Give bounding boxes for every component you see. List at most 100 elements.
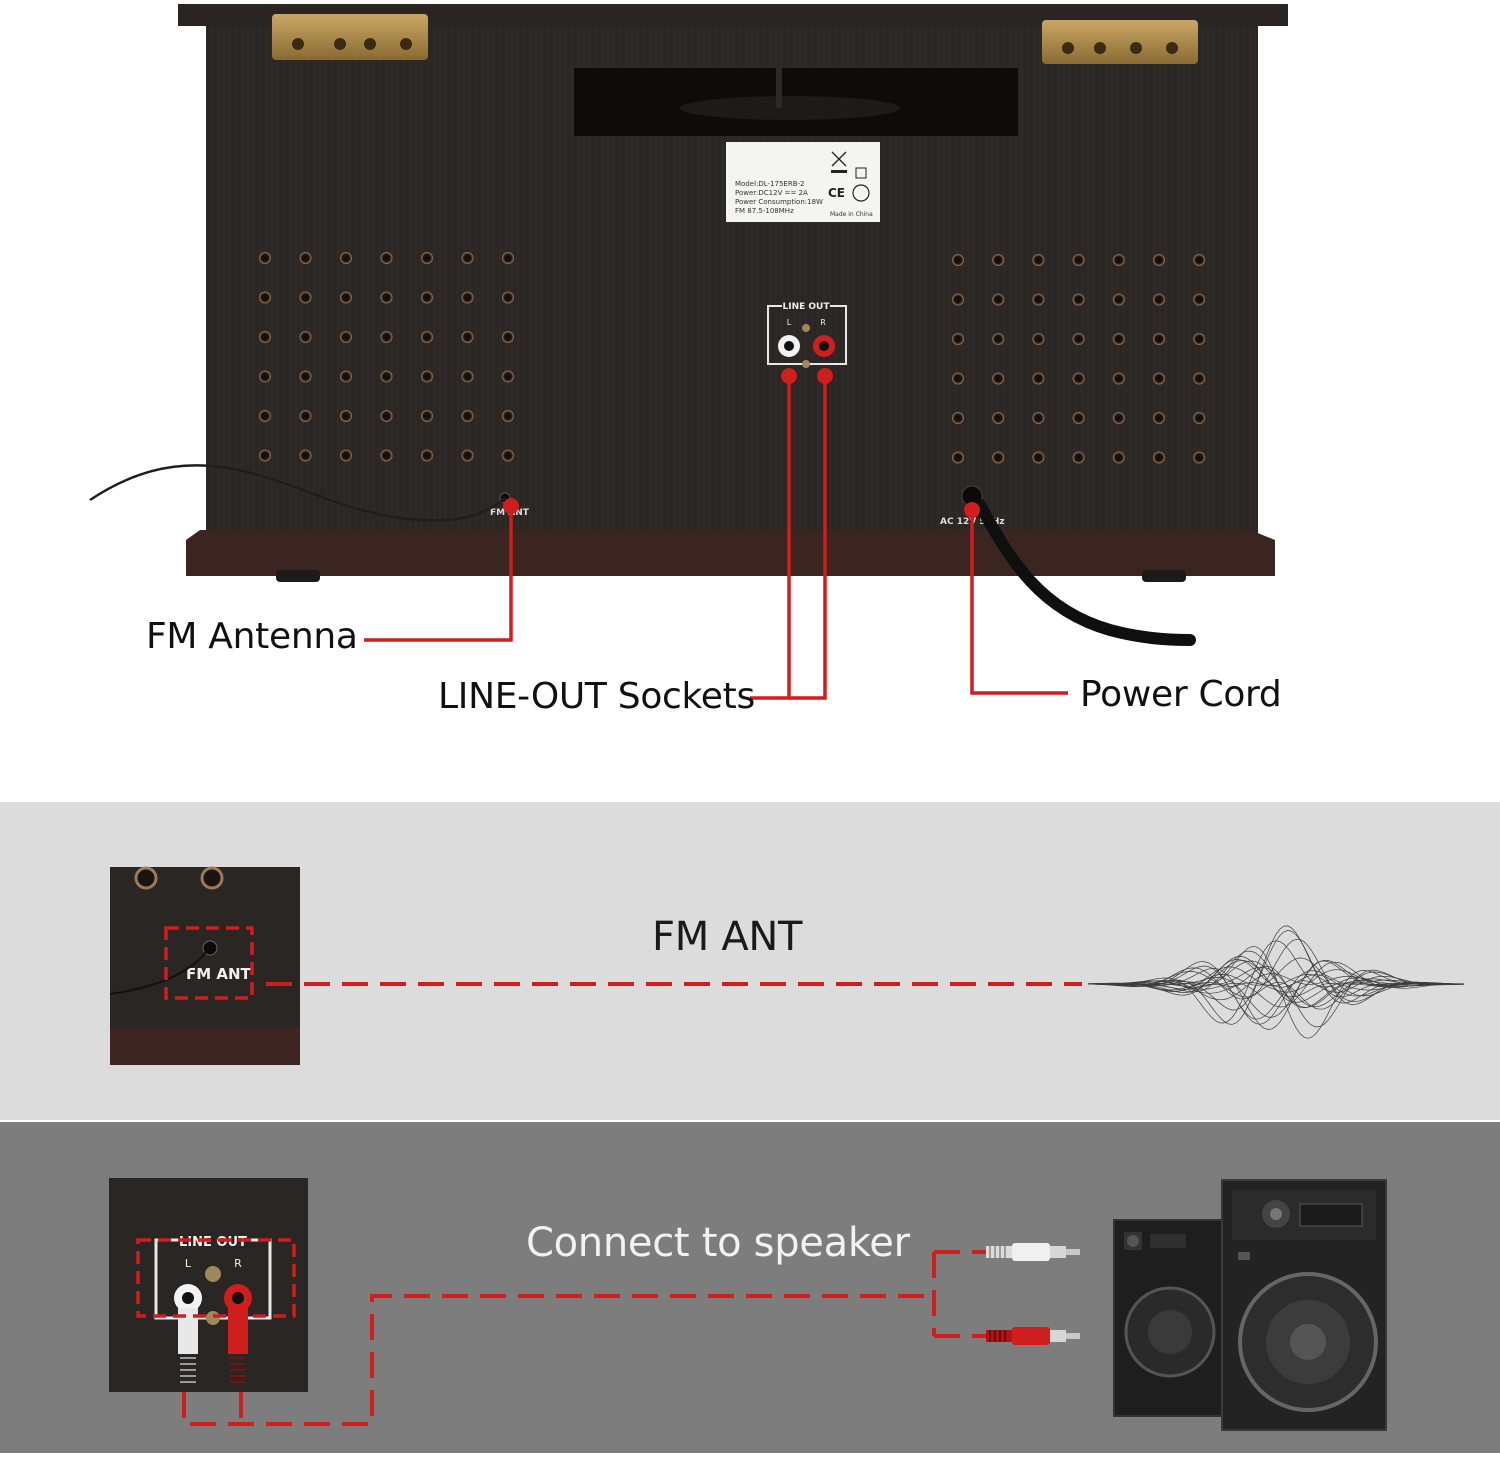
grille-hole <box>259 410 271 422</box>
grille-hole <box>259 252 271 264</box>
connect-speaker-title: Connect to speaker <box>526 1220 910 1266</box>
grille-hole <box>1072 372 1085 385</box>
grille-hole <box>380 331 393 343</box>
grille-hole <box>461 331 474 343</box>
grille-hole <box>1112 293 1125 306</box>
grille-hole <box>992 254 1005 266</box>
callout-dots <box>503 368 980 518</box>
grille-hole <box>461 370 474 383</box>
grille-hole <box>1032 254 1045 266</box>
speaker-illustration: LINE OUT L R <box>109 1178 1387 1431</box>
foot <box>276 570 320 582</box>
grille-hole <box>380 252 393 264</box>
grille-hole <box>259 291 271 304</box>
grille-hole <box>461 410 474 422</box>
grille-hole <box>259 331 271 343</box>
grille-hole <box>421 291 433 304</box>
rohs-icon <box>852 184 870 202</box>
grille-hole <box>1072 293 1085 306</box>
grille-hole <box>1193 451 1206 464</box>
speaker-icon <box>1113 1179 1387 1431</box>
grille-hole <box>421 410 433 422</box>
callout-lines <box>364 376 1068 700</box>
grille-hole <box>1072 451 1085 464</box>
device-rear-illustration: Model:DL-175ERB-2 Power:DC12V == 2A Powe… <box>89 4 1288 700</box>
hinge-left <box>272 14 428 60</box>
grille-hole <box>952 412 964 424</box>
grille-hole <box>952 333 964 345</box>
grille-hole <box>299 252 312 264</box>
wave-strand <box>1088 966 1464 1008</box>
wave-strand <box>1088 959 1464 1018</box>
fm-port-closeup: FM ANT <box>109 866 300 1065</box>
grille-hole <box>1153 412 1165 424</box>
grille-hole <box>1032 451 1045 464</box>
grille-hole <box>992 333 1005 345</box>
grille-hole <box>380 291 393 304</box>
grille-hole <box>1072 412 1085 424</box>
grille-hole <box>1193 293 1206 306</box>
grille-hole <box>1112 254 1125 266</box>
hinge-right <box>1042 20 1198 64</box>
grille-hole <box>952 293 964 306</box>
power-cord <box>974 499 1196 646</box>
speaker-grille-right <box>952 254 1206 464</box>
line-out-left-label: L <box>787 318 792 327</box>
wave-strand <box>1087 960 1465 1003</box>
grille-hole <box>1072 333 1085 345</box>
grille-hole <box>380 410 393 422</box>
grille-hole <box>992 372 1005 385</box>
rating-line: Power Consumption:18W <box>735 198 823 206</box>
wave-strand <box>1088 966 1464 997</box>
grille-hole <box>340 410 352 422</box>
grille-hole <box>461 252 474 264</box>
speaker-section: LINE OUT L R <box>0 1122 1500 1453</box>
grille-hole <box>1153 333 1165 345</box>
grille-hole <box>502 449 514 462</box>
grille-hole <box>421 252 433 264</box>
grille-hole <box>502 252 514 264</box>
grille-hole <box>1153 254 1165 266</box>
grille-hole <box>1032 333 1045 345</box>
wave-strand <box>1088 940 1464 1024</box>
grille-hole <box>502 410 514 422</box>
power-cord-leader <box>970 508 1068 695</box>
wave-strand <box>1087 938 1464 1005</box>
rca-plug-icon <box>986 1327 1080 1345</box>
grille-hole <box>1153 293 1165 306</box>
rating-line: Model:DL-175ERB-2 <box>735 180 805 188</box>
inset-right-label: R <box>234 1257 242 1270</box>
grille-hole <box>1112 412 1125 424</box>
grille-hole <box>952 372 964 385</box>
inset-fm-text: FM ANT <box>186 965 252 983</box>
weee-bin-icon <box>831 151 847 167</box>
grille-hole <box>1153 372 1165 385</box>
grille-hole <box>992 293 1005 306</box>
grille-hole <box>299 410 312 422</box>
wave-strand <box>1088 965 1465 1025</box>
grille-hole <box>1032 293 1045 306</box>
grille-hole <box>340 291 352 304</box>
line-out-title: LINE OUT <box>783 302 831 312</box>
rating-line: Power:DC12V == 2A <box>735 189 808 197</box>
grille-hole <box>340 331 352 343</box>
grille-hole <box>502 331 514 343</box>
grille-hole <box>461 291 474 304</box>
grille-hole <box>992 451 1005 464</box>
grille-hole <box>1032 412 1045 424</box>
turntable-window <box>574 68 1018 136</box>
grille-hole <box>1193 412 1206 424</box>
inset-left-label: L <box>185 1257 192 1270</box>
grille-hole <box>421 449 433 462</box>
grille-hole <box>952 254 964 266</box>
grille-hole <box>299 331 312 343</box>
grille-hole <box>259 370 271 383</box>
rca-plug-icon <box>986 1243 1080 1261</box>
grille-hole <box>502 291 514 304</box>
line-out-closeup: LINE OUT L R <box>109 1178 308 1392</box>
grille-hole <box>952 451 964 464</box>
grille-hole <box>1193 254 1206 266</box>
foot <box>1142 570 1186 582</box>
fm-antenna-callout: FM Antenna <box>146 616 358 657</box>
grille-hole <box>1072 254 1085 266</box>
